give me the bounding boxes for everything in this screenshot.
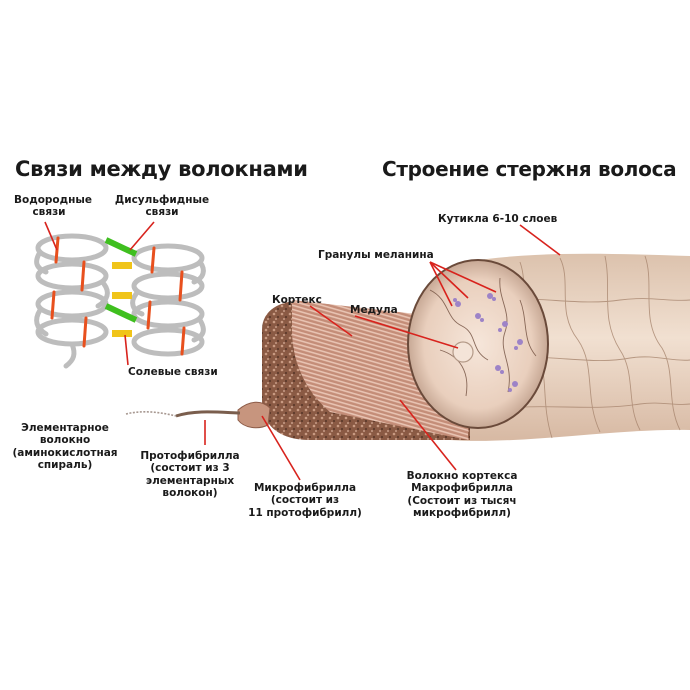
elementary-fiber-strand (125, 411, 177, 417)
right-title: Строение стержня волоса (382, 157, 677, 181)
coil-left (34, 233, 110, 369)
microfibril-strand (237, 401, 271, 429)
label-melanin-granules: Гранулы меланина (318, 249, 434, 261)
label-pointers (44, 221, 561, 481)
label-hydrogen-bonds: Водородные связи (14, 194, 92, 219)
melanin-granules (453, 293, 523, 392)
label-disulfide-bonds: Дисульфидные связи (114, 194, 210, 219)
face-cracks (429, 277, 537, 397)
hydrogen-bonds (50, 236, 186, 356)
label-cortex: Кортекс (272, 294, 322, 306)
label-elementary-fiber: Элементарное волокно (аминокислотная спи… (12, 422, 118, 472)
label-microfibril: Микрофибрилла (состоит из 11 протофибрил… (248, 482, 362, 519)
left-title: Связи между волокнами (15, 157, 308, 181)
hair-shaft (125, 253, 690, 441)
label-cuticle: Кутикла 6-10 слоев (438, 213, 558, 225)
disulfide-bonds (104, 237, 138, 323)
label-protofibril: Протофибрилла (состоит из 3 элементарных… (140, 450, 240, 500)
medulla-core (452, 341, 474, 363)
protofibril-strand (175, 410, 241, 418)
label-salt-bonds: Солевые связи (128, 366, 218, 378)
coil-bond-illustration (34, 233, 206, 369)
salt-bonds (112, 262, 132, 337)
shaft-face (407, 259, 549, 429)
label-medulla: Медула (350, 304, 398, 316)
label-macrofibril: Волокно кортекса Макрофибрилла (Состоит … (406, 470, 518, 520)
coil-right (130, 243, 206, 357)
